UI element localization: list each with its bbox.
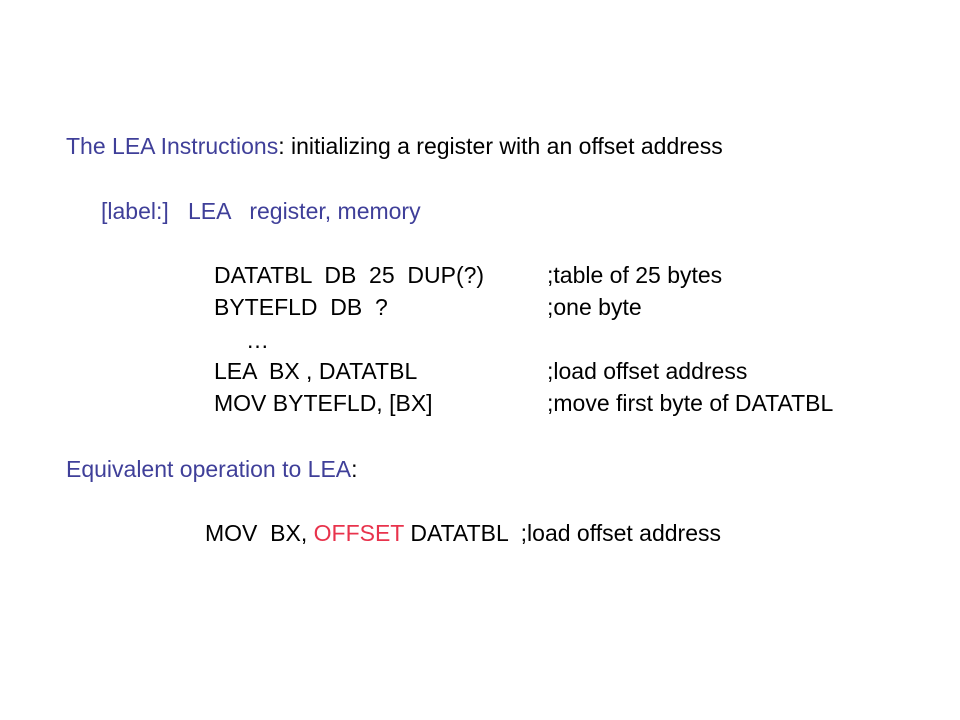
code-instruction: MOV BYTEFLD, [BX] [214, 390, 433, 416]
equivalent-separator: : [351, 456, 358, 482]
syntax-label: [label:] [101, 198, 169, 224]
code-comment: ;one byte [547, 294, 642, 320]
code-row: MOV BYTEFLD, [BX] ;move first byte of DA… [214, 388, 914, 418]
code-row: … [214, 325, 914, 355]
equivalent-code-line: MOV BX, OFFSET DATATBL ;load offset addr… [205, 518, 721, 548]
code-comment: ;move first byte of DATATBL [547, 390, 834, 416]
syntax-line: [label:] LEA register, memory [101, 196, 421, 226]
code-ellipsis: … [214, 327, 269, 353]
code-instruction: BYTEFLD DB ? [214, 294, 388, 320]
equivalent-title: Equivalent operation to LEA [66, 456, 352, 482]
offset-keyword: OFFSET [313, 520, 404, 546]
code-row: BYTEFLD DB ? ;one byte [214, 292, 914, 322]
heading-title: The LEA Instructions [66, 133, 279, 159]
code-comment: ;load offset address [547, 358, 748, 384]
code-comment: ;table of 25 bytes [547, 262, 723, 288]
equivalent-heading: Equivalent operation to LEA: [66, 454, 358, 484]
heading-separator: : [278, 133, 285, 159]
equivalent-code-prefix: MOV BX, [205, 520, 314, 546]
syntax-mnemonic: LEA [187, 198, 231, 224]
code-instruction: LEA BX , DATATBL [214, 358, 418, 384]
heading-line: The LEA Instructions: initializing a reg… [66, 131, 723, 161]
heading-description: initializing a register with an offset a… [284, 133, 723, 159]
code-row: LEA BX , DATATBL ;load offset address [214, 356, 914, 386]
code-row: DATATBL DB 25 DUP(?) ;table of 25 bytes [214, 260, 914, 290]
equivalent-code-suffix: DATATBL ;load offset address [403, 520, 721, 546]
code-instruction: DATATBL DB 25 DUP(?) [214, 262, 485, 288]
syntax-operands: register, memory [249, 198, 421, 224]
